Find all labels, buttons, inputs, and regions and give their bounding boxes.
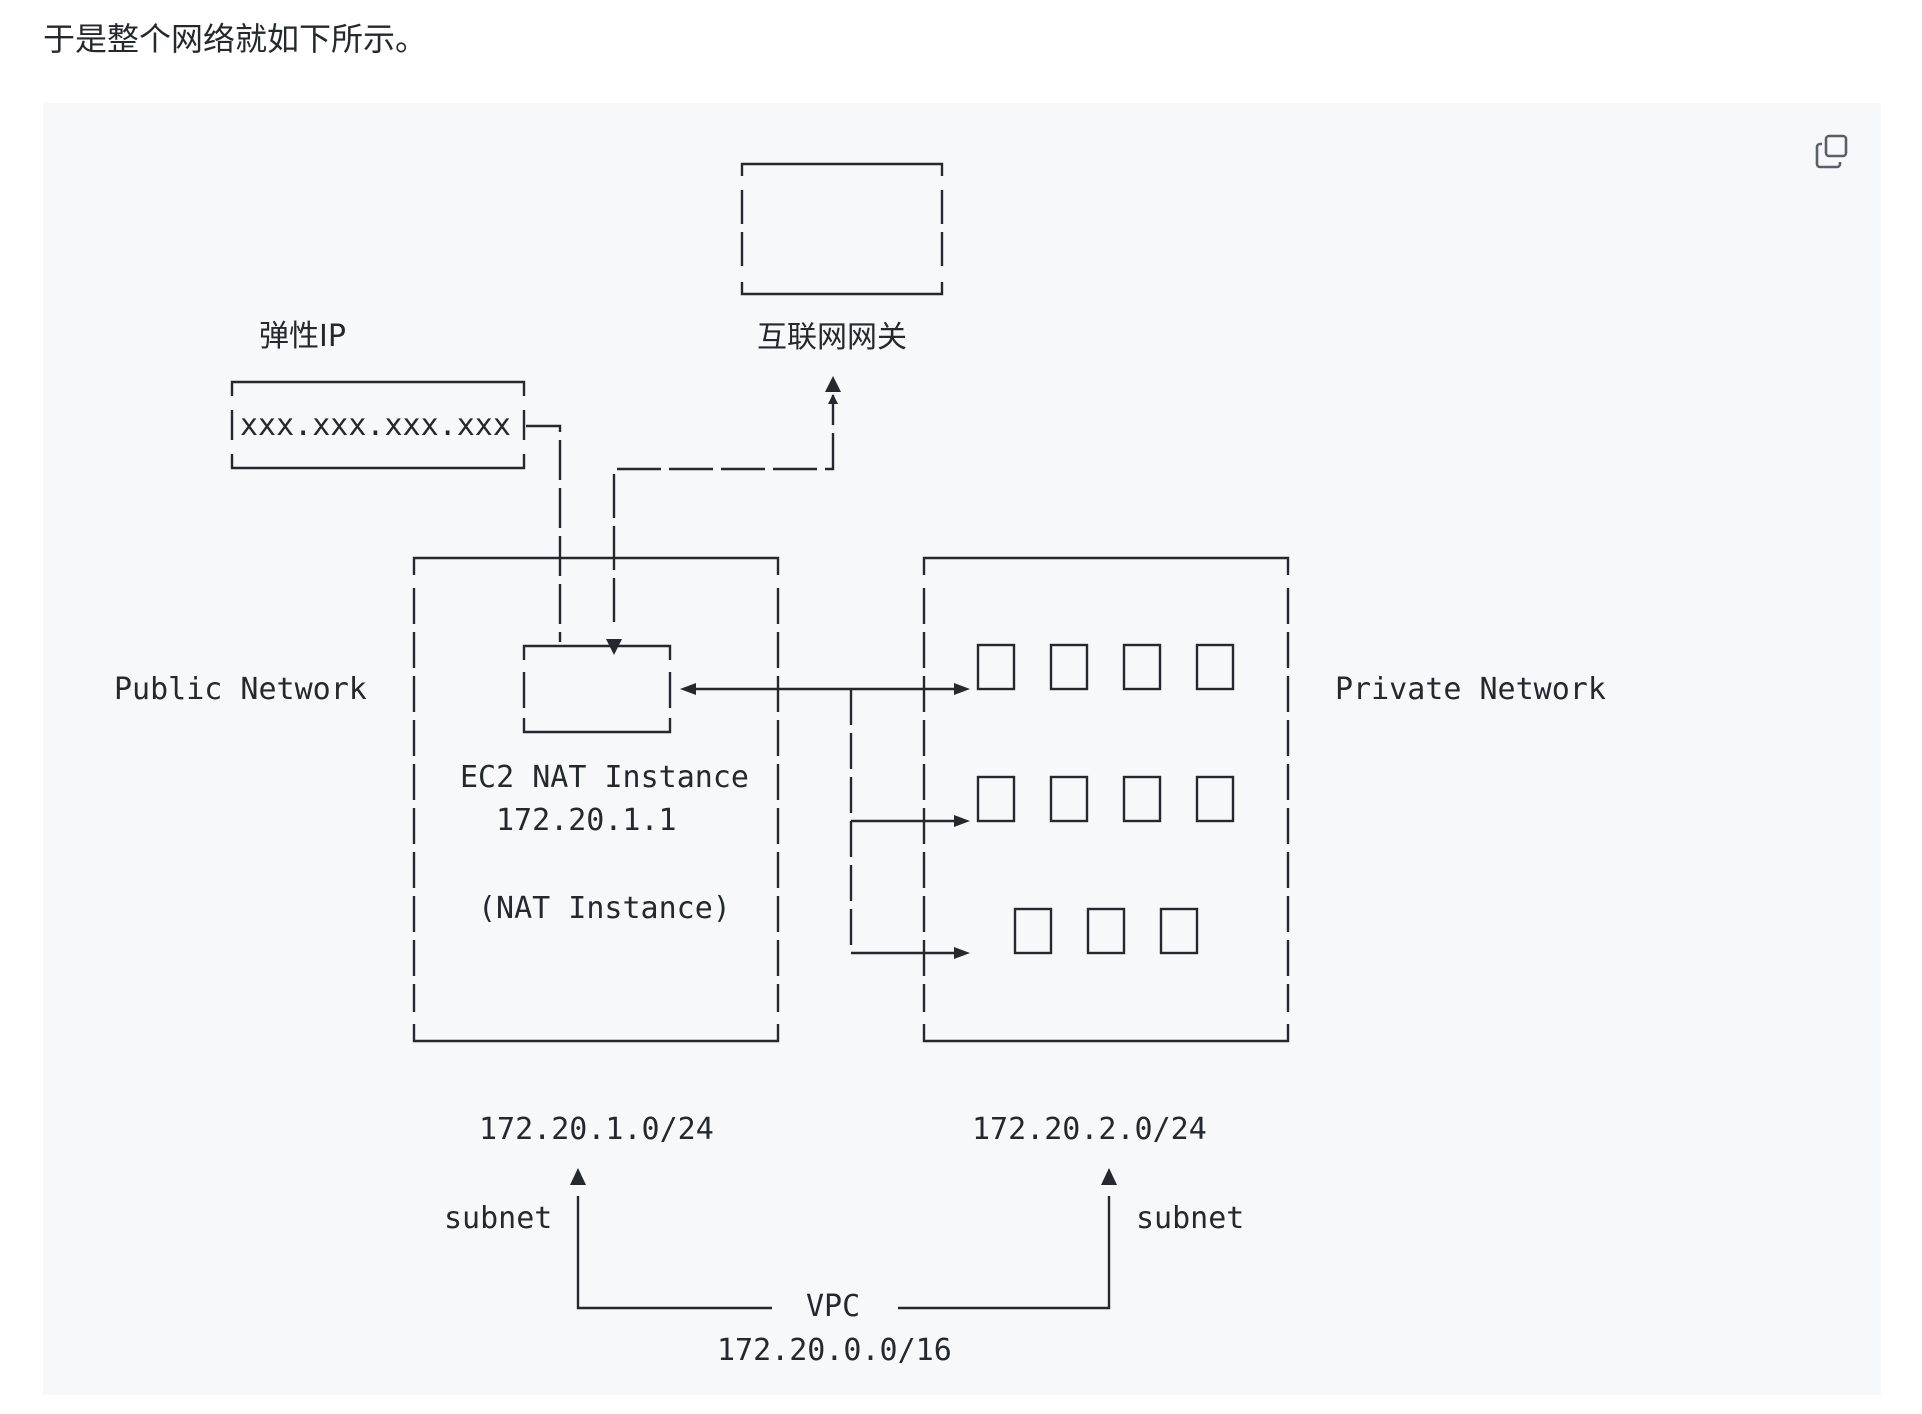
subnet-left-arrowhead [570,1168,586,1185]
subnet-right-arrowhead [1101,1168,1117,1185]
row2-arrow [954,815,970,827]
row1-arrow [954,683,970,695]
elastic-ip-label: 弹性IP [259,319,346,354]
vpc-cidr: 172.20.0.0/16 [717,1333,952,1368]
private-subnet-box [922,556,1290,1043]
elastic-ip-value: xxx.xxx.xxx.xxx [240,408,511,443]
host-square [1195,775,1235,823]
intro-text: 于是整个网络就如下所示。 [43,20,428,58]
copy-button[interactable] [1810,130,1854,174]
vpc-label: VPC [806,1289,860,1324]
internet-gateway-label: 互联网网关 [757,320,907,355]
private-network-label: Private Network [1335,672,1606,707]
code-block [43,103,1881,1395]
nat-type: (NAT Instance) [478,891,731,926]
public-subnet-box [412,556,780,1043]
row3-arrow [954,947,970,959]
host-square [1013,907,1053,955]
elastic-ip-box [230,380,526,470]
host-square [1049,775,1089,823]
nat-ip: 172.20.1.1 [496,803,677,838]
public-subnet-cidr: 172.20.1.0/24 [479,1112,714,1147]
subnet-left-label: subnet [444,1201,552,1236]
host-square [1122,643,1162,691]
subnet-right-label: subnet [1136,1201,1244,1236]
nat-to-igw-line [612,394,838,622]
public-network-label: Public Network [114,672,367,707]
vpc-right-line [898,1196,1111,1310]
host-square [1159,907,1199,955]
host-square [1049,643,1089,691]
vpc-left-line [576,1196,772,1310]
igw-arrowhead [825,376,841,392]
nat-arrow-left [680,683,696,695]
private-subnet-cidr: 172.20.2.0/24 [972,1112,1207,1147]
internet-gateway-box [740,162,944,296]
host-square [1086,907,1126,955]
copy-icon [1815,134,1848,169]
host-square [976,643,1016,691]
eip-to-nat-line [526,424,562,642]
host-square [1195,643,1235,691]
private-hosts [976,643,1235,955]
host-square [1122,775,1162,823]
host-square [976,775,1016,823]
nat-name: EC2 NAT Instance [460,760,749,795]
nat-instance-box [522,644,672,734]
